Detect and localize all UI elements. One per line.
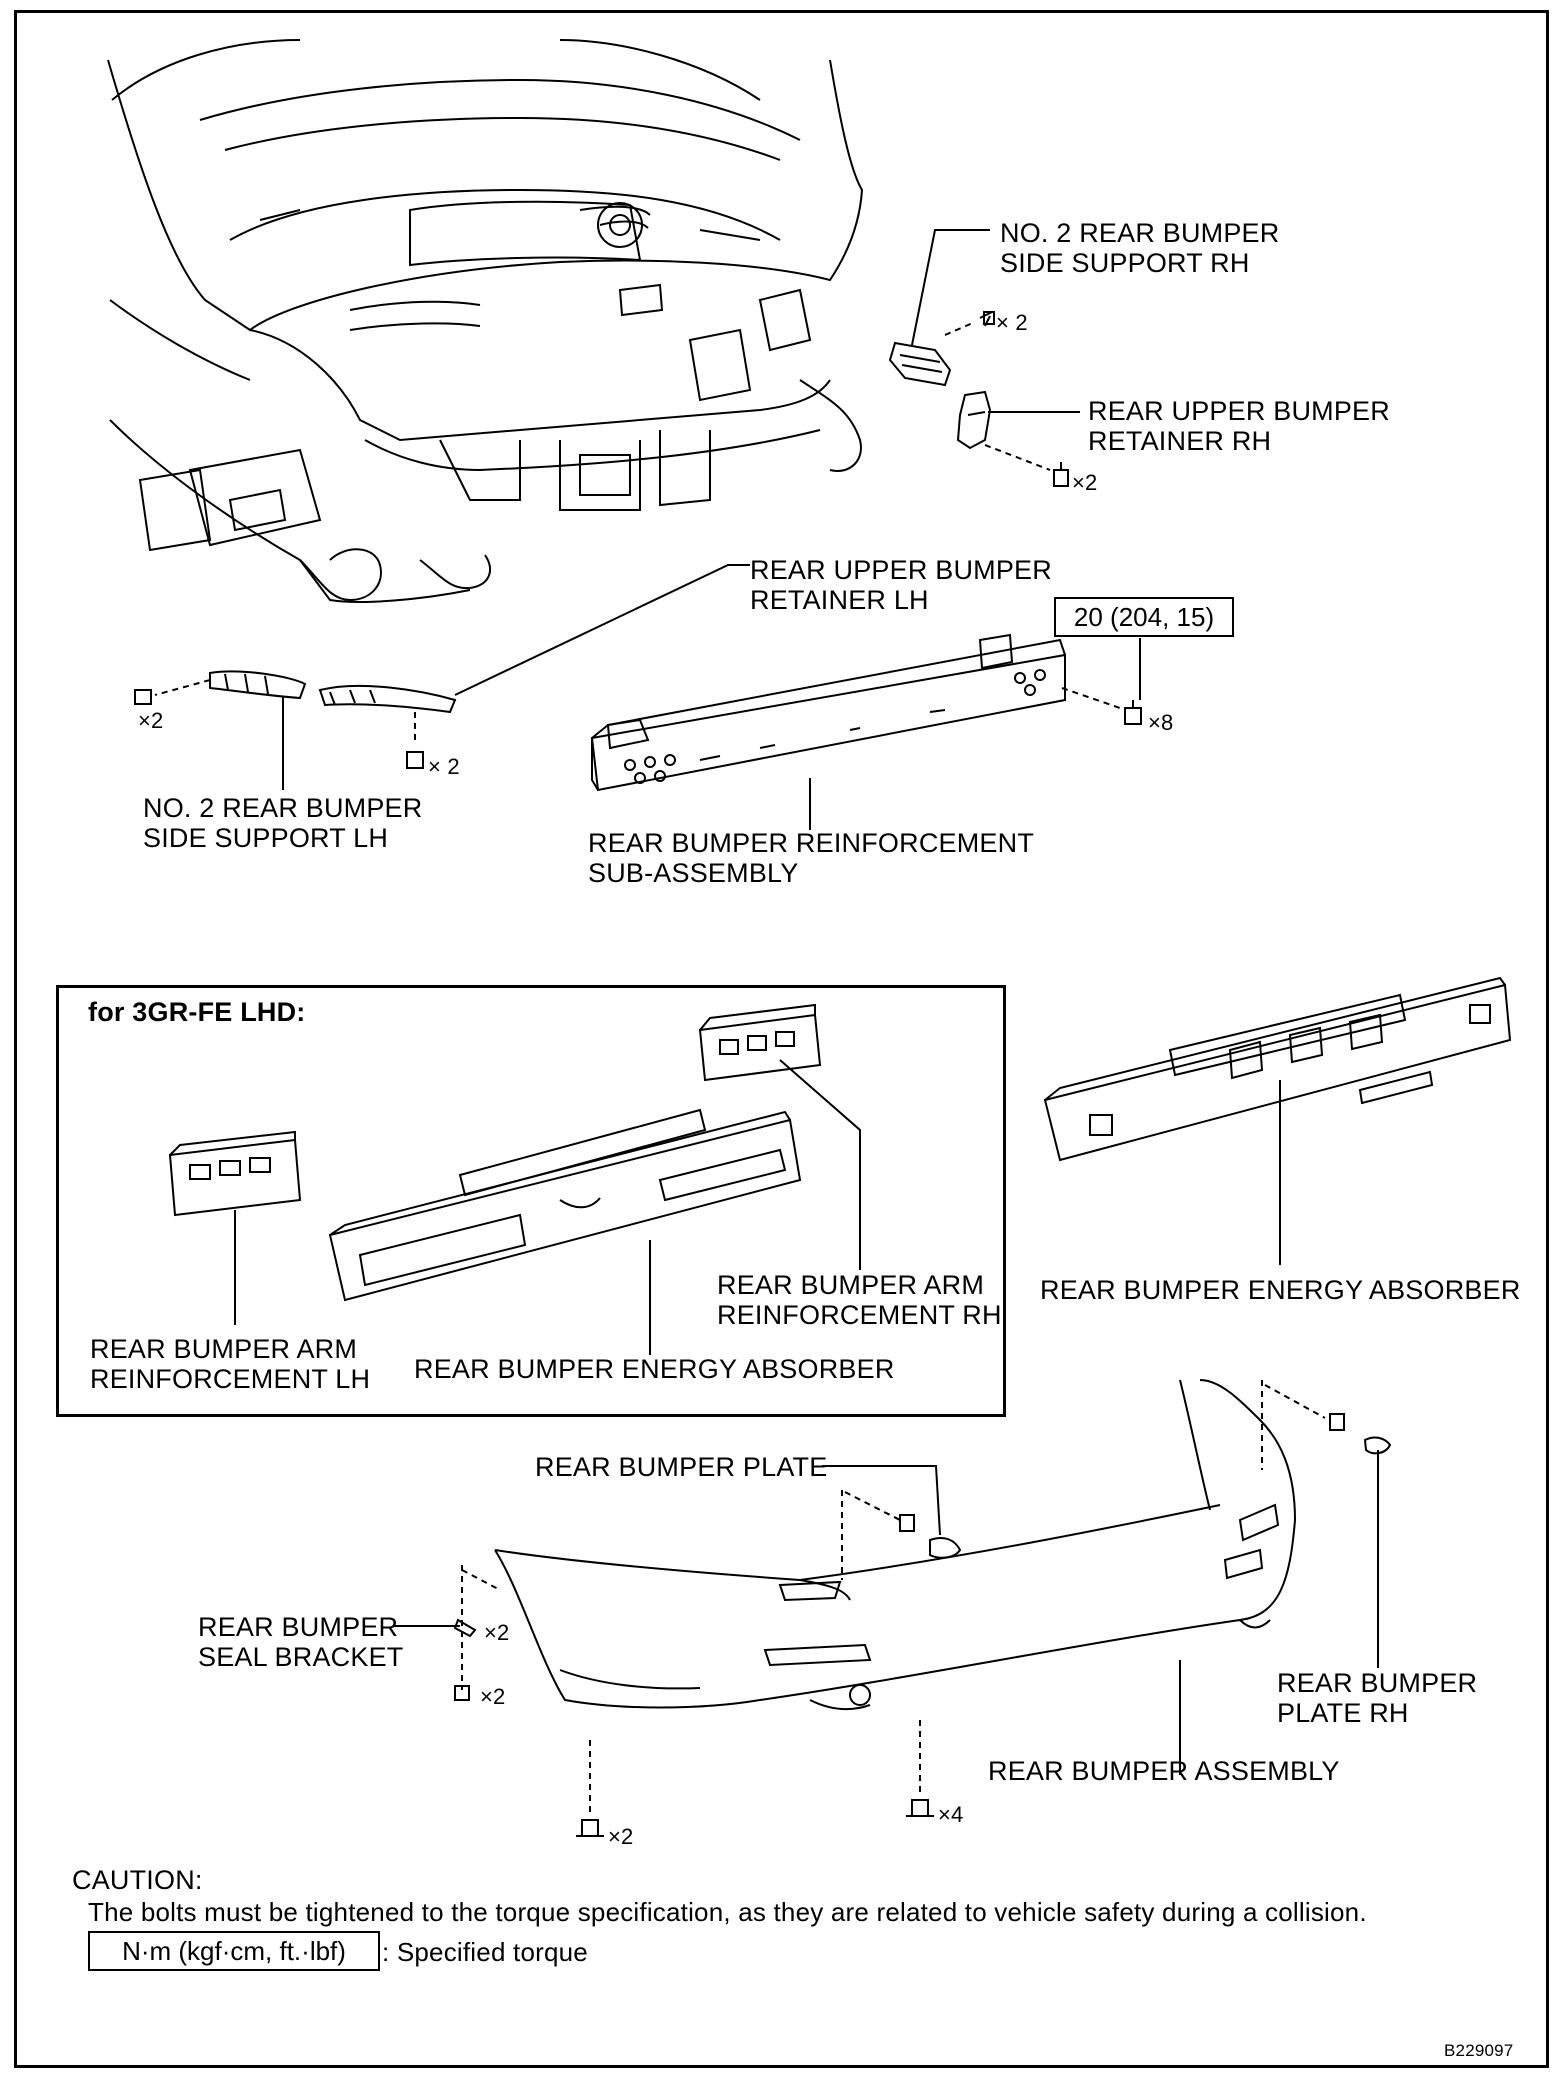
qty-bottom-left: ×2 — [608, 1824, 634, 1849]
bumper-plate-part — [929, 1537, 962, 1559]
diagram-frame — [14, 10, 1549, 2068]
label-seal-bracket-line1: REAR BUMPER — [198, 1612, 399, 1642]
bolt-rh-support — [944, 311, 995, 336]
caution-text: The bolts must be tightened to the torqu… — [88, 1897, 1367, 1927]
bolt-lh-retainer — [406, 751, 424, 769]
label-bumper-plate: REAR BUMPER PLATE — [535, 1452, 828, 1482]
energy-absorber-inset-part — [328, 1108, 802, 1302]
energy-absorber-main-part — [1043, 976, 1512, 1162]
inset-3gr-fe-lhd — [56, 985, 1006, 1417]
bolt-plate-rh — [1329, 1413, 1345, 1431]
label-upper-retainer-rh-line2: RETAINER RH — [1088, 426, 1272, 456]
label-upper-retainer-lh-line2: RETAINER LH — [750, 585, 929, 615]
label-side-support-rh-line2: SIDE SUPPORT RH — [1000, 248, 1250, 278]
label-side-support-lh-line1: NO. 2 REAR BUMPER — [143, 793, 423, 823]
reinforcement-part — [590, 633, 1066, 792]
label-seal-bracket-line2: SEAL BRACKET — [198, 1642, 404, 1672]
label-upper-retainer-rh-line1: REAR UPPER BUMPER — [1088, 396, 1390, 426]
label-reinforcement-line1: REAR BUMPER REINFORCEMENT — [588, 828, 1035, 858]
leader-upper-retainer-lh — [454, 564, 750, 696]
leader-side-support-rh — [911, 229, 990, 346]
qty-reinforcement: ×8 — [1148, 710, 1174, 735]
bolt-rh-retainer — [1053, 462, 1069, 487]
leader-arm-rh — [779, 1059, 861, 1270]
unit-description: : Specified torque — [382, 1937, 588, 1967]
dash-plate-bolt — [844, 1491, 901, 1521]
dash-seal-bracket-2 — [461, 1569, 501, 1591]
dash-side-support-lh — [154, 679, 211, 696]
label-bumper-assembly: REAR BUMPER ASSEMBLY — [988, 1756, 1340, 1786]
qty-rh-support: × 2 — [996, 310, 1028, 335]
side-support-lh-part — [209, 670, 307, 700]
bumper-plate-rh-part — [1363, 1436, 1392, 1455]
label-absorber-inset: REAR BUMPER ENERGY ABSORBER — [414, 1354, 895, 1384]
dash-plate-rh-bolt — [1264, 1384, 1326, 1419]
unit-box: N·m (kgf·cm, ft.·lbf) — [88, 1931, 380, 1971]
qty-seal-bracket-1: ×2 — [484, 1620, 510, 1645]
upper-retainer-lh-part — [318, 684, 457, 714]
qty-seal-bracket-2: ×2 — [480, 1684, 506, 1709]
label-side-support-rh-line1: NO. 2 REAR BUMPER — [1000, 218, 1280, 248]
side-support-rh-part — [888, 341, 952, 387]
label-arm-rh-line2: REINFORCEMENT RH — [717, 1300, 1002, 1330]
bolt-bottom-mid — [906, 1799, 934, 1817]
qty-bottom-mid: ×4 — [938, 1802, 964, 1827]
arm-reinforcement-lh-part — [168, 1130, 302, 1217]
qty-lh-support: ×2 — [138, 708, 164, 733]
label-absorber-main: REAR BUMPER ENERGY ABSORBER — [1040, 1275, 1521, 1305]
label-side-support-lh-line2: SIDE SUPPORT LH — [143, 823, 389, 853]
vehicle-rear-body — [107, 39, 864, 603]
bolt-lh-support — [134, 689, 152, 705]
bolt-bottom-left — [576, 1819, 604, 1837]
label-reinforcement-line2: SUB-ASSEMBLY — [588, 858, 799, 888]
bumper-assembly-part — [494, 1379, 1297, 1711]
inset-title: for 3GR-FE LHD: — [88, 997, 306, 1027]
leader-bumper-plate — [822, 1465, 941, 1536]
label-arm-lh-line2: REINFORCEMENT LH — [90, 1364, 371, 1394]
label-plate-rh-line2: PLATE RH — [1277, 1698, 1409, 1728]
bolt-plate — [899, 1514, 915, 1532]
label-arm-rh-line1: REAR BUMPER ARM — [717, 1270, 985, 1300]
bolt-seal-bracket — [454, 1685, 470, 1701]
caution-title: CAUTION: — [72, 1865, 203, 1895]
label-upper-retainer-lh-line1: REAR UPPER BUMPER — [750, 555, 1052, 585]
dash-upper-retainer-rh — [984, 444, 1051, 471]
torque-spec-box: 20 (204, 15) — [1054, 597, 1234, 637]
figure-id: B229097 — [1444, 2041, 1514, 2060]
upper-retainer-rh-part — [956, 390, 992, 450]
arm-reinforcement-rh-part — [698, 1003, 822, 1082]
bolt-reinforcement — [1124, 700, 1142, 725]
label-arm-lh-line1: REAR BUMPER ARM — [90, 1334, 358, 1364]
qty-rh-retainer: ×2 — [1072, 470, 1098, 495]
label-plate-rh-line1: REAR BUMPER — [1277, 1668, 1478, 1698]
qty-lh-retainer: × 2 — [428, 754, 460, 779]
dash-reinforcement — [1061, 687, 1121, 709]
seal-bracket-part — [453, 1618, 477, 1638]
